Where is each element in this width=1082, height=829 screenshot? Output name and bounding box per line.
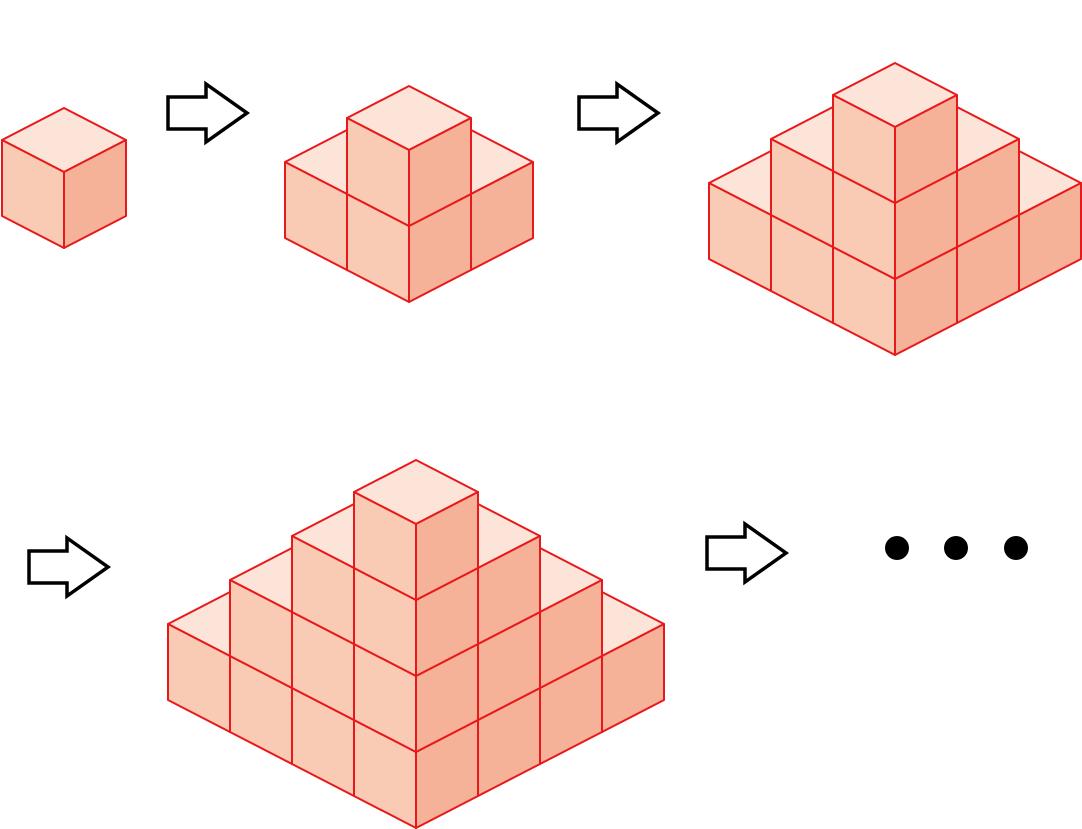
cube-right-face xyxy=(894,94,958,204)
pyramid-2-levels xyxy=(284,85,534,303)
right-arrow-icon xyxy=(166,80,251,146)
cube xyxy=(346,85,472,227)
right-arrow-icon xyxy=(577,80,662,146)
right-arrow-icon xyxy=(705,520,790,586)
cube xyxy=(832,62,958,204)
cube xyxy=(353,459,479,601)
ellipsis-dot xyxy=(1004,536,1028,560)
ellipsis-dot xyxy=(944,536,968,560)
right-arrow-icon xyxy=(27,534,112,600)
pyramid-3-levels xyxy=(708,62,1082,356)
arrows xyxy=(27,80,790,600)
ellipsis-dots xyxy=(885,536,1028,560)
ellipsis-dot xyxy=(885,536,909,560)
cube-right-face xyxy=(63,139,127,249)
pyramid-figures xyxy=(1,62,1082,829)
pyramid-1-levels xyxy=(1,107,127,249)
cube-right-face xyxy=(415,491,479,601)
pyramid-4-levels xyxy=(167,459,665,829)
cube xyxy=(1,107,127,249)
cube-right-face xyxy=(408,117,472,227)
